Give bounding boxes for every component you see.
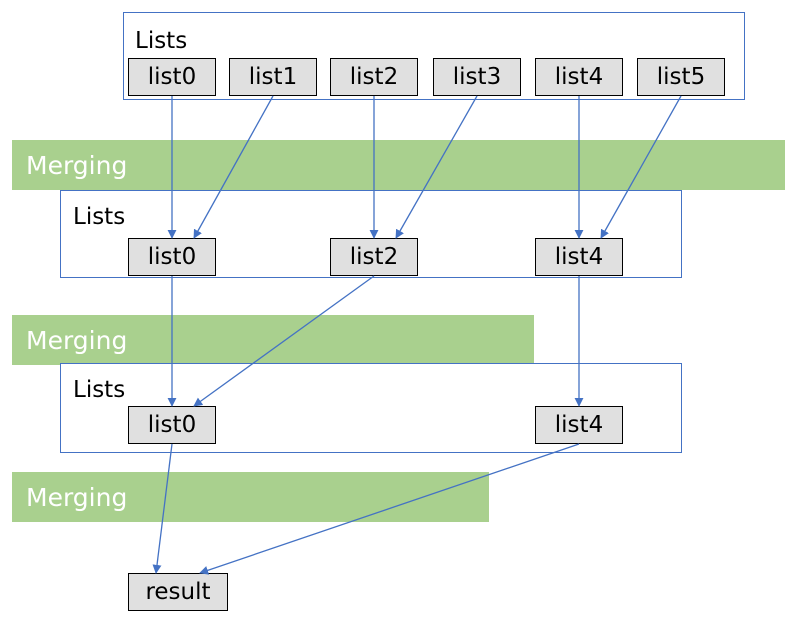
node-label: list3: [452, 64, 502, 90]
node-level0-list4[interactable]: list4: [535, 58, 623, 96]
node-level1-list2[interactable]: list2: [330, 238, 418, 276]
node-level0-list3[interactable]: list3: [433, 58, 521, 96]
node-label: list0: [147, 64, 197, 90]
node-label: result: [145, 579, 211, 605]
node-level0-list0[interactable]: list0: [128, 58, 216, 96]
node-label: list1: [248, 64, 298, 90]
merging-band-label: Merging: [26, 325, 128, 355]
node-level1-list0[interactable]: list0: [128, 238, 216, 276]
node-level2-list4[interactable]: list4: [535, 406, 623, 444]
node-label: list0: [147, 244, 197, 270]
node-label: list2: [349, 64, 399, 90]
node-level0-list5[interactable]: list5: [637, 58, 725, 96]
node-level0-list1[interactable]: list1: [229, 58, 317, 96]
merging-band-label: Merging: [26, 150, 128, 180]
lists-label: Lists: [73, 377, 126, 403]
merging-band-2: Merging: [12, 315, 534, 365]
node-level2-list0[interactable]: list0: [128, 406, 216, 444]
merging-band-1: Merging: [12, 140, 785, 190]
node-label: list4: [554, 64, 604, 90]
node-label: list5: [656, 64, 706, 90]
node-level0-list2[interactable]: list2: [330, 58, 418, 96]
lists-label: Lists: [73, 204, 126, 230]
merging-band-label: Merging: [26, 482, 128, 512]
node-label: list0: [147, 412, 197, 438]
node-result[interactable]: result: [128, 573, 228, 611]
node-label: list4: [554, 412, 604, 438]
merging-band-3: Merging: [12, 472, 489, 522]
lists-label: Lists: [135, 28, 188, 54]
node-level1-list4[interactable]: list4: [535, 238, 623, 276]
node-label: list2: [349, 244, 399, 270]
node-label: list4: [554, 244, 604, 270]
